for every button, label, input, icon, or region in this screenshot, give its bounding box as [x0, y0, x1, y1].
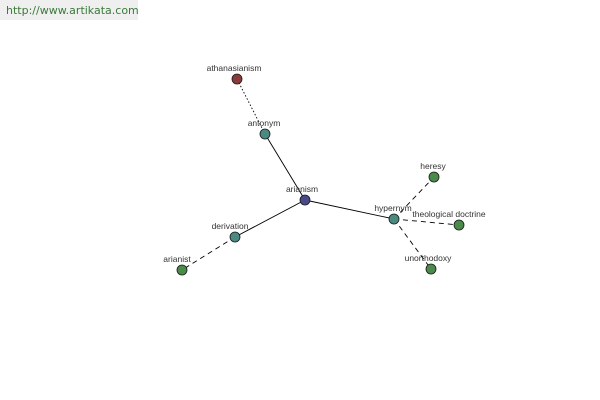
node-label-heresy: heresy [420, 161, 446, 171]
node-dot-antonym[interactable] [259, 128, 271, 140]
edge-arianism-antonym [264, 133, 306, 201]
node-label-hypernym: hypernym [374, 203, 411, 213]
node-label-unorthodoxy: unorthodoxy [405, 253, 453, 263]
node-dot-arianism[interactable] [299, 194, 311, 206]
edge-arianism-derivation [234, 199, 306, 238]
edge-derivation-arianist [181, 236, 236, 271]
node-athanasianism[interactable]: athanasianism [207, 63, 262, 85]
node-label-arianism: arianism [286, 184, 318, 194]
node-dot-unorthodoxy[interactable] [425, 263, 437, 275]
edges-layer [181, 78, 460, 271]
edge-arianism-hypernym [304, 199, 395, 220]
node-arianist[interactable]: arianist [163, 254, 191, 276]
source-url[interactable]: http://www.artikata.com [0, 0, 139, 20]
nodes-layer: arianism antonym athanasianism derivation ar… [163, 63, 486, 276]
edge-hypernym-unorthodoxy [393, 218, 432, 270]
node-dot-theological-doctrine[interactable] [453, 219, 465, 231]
node-dot-derivation[interactable] [229, 231, 241, 243]
node-antonym[interactable]: antonym [248, 118, 281, 140]
node-dot-hypernym[interactable] [388, 213, 400, 225]
node-label-theological-doctrine: theological doctrine [412, 209, 486, 219]
node-dot-arianist[interactable] [176, 264, 188, 276]
node-derivation[interactable]: derivation [212, 221, 249, 243]
node-hypernym[interactable]: hypernym [374, 203, 412, 225]
node-label-arianist: arianist [163, 254, 191, 264]
node-theological-doctrine[interactable]: theological doctrine [412, 209, 486, 231]
node-dot-heresy[interactable] [428, 171, 440, 183]
node-unorthodoxy[interactable]: unorthodoxy [405, 253, 453, 275]
node-label-antonym: antonym [248, 118, 281, 128]
node-dot-athanasianism[interactable] [231, 73, 243, 85]
node-heresy[interactable]: heresy [420, 161, 447, 183]
edge-hypernym-heresy [393, 176, 435, 220]
node-label-derivation: derivation [212, 221, 249, 231]
edge-hypernym-theological_doctrine [393, 218, 460, 226]
node-arianism[interactable]: arianism [286, 184, 318, 206]
node-label-athanasianism: athanasianism [207, 63, 262, 73]
